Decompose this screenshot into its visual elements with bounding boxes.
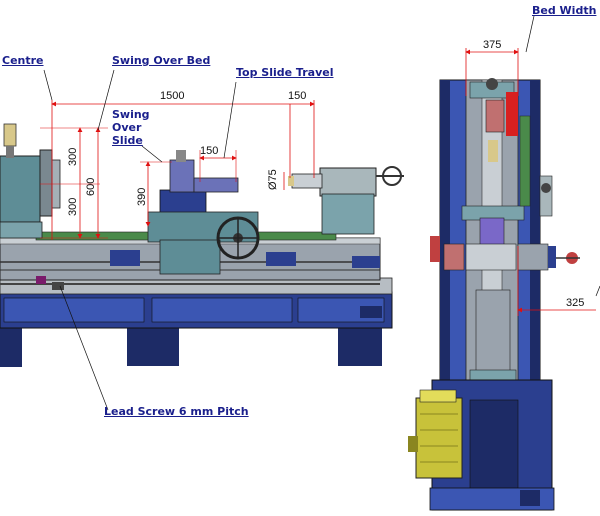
headstock	[0, 155, 41, 223]
label-swing-over-slide-1: Swing	[112, 108, 150, 121]
front-view-dimensions: 1500 150 150 300 300 600 390 Ø75	[40, 69, 315, 411]
dim-600: 600	[85, 178, 97, 196]
chuck	[39, 149, 53, 217]
side-view-dimensions: 375 325	[465, 15, 600, 316]
dim-300-top: 300	[67, 148, 79, 166]
dim-1500: 1500	[160, 90, 184, 102]
label-swing-over-bed: Swing Over Bed	[112, 54, 211, 67]
dim-325: 325	[566, 297, 584, 309]
dim-300-bottom: 300	[67, 198, 79, 216]
lathe-side-view	[408, 78, 580, 511]
lathe-front-view	[0, 123, 404, 367]
side-tool-post	[479, 217, 505, 247]
lathe-leg-left	[0, 325, 22, 367]
dim-150-slide: 150	[200, 145, 218, 157]
dim-390: 390	[136, 188, 148, 206]
label-bed-width: Bed Width	[532, 4, 597, 17]
label-lead-screw: Lead Screw 6 mm Pitch	[104, 405, 249, 418]
dim-75: Ø75	[267, 169, 279, 190]
lathe-leg-right	[338, 328, 382, 366]
tailstock	[319, 167, 377, 197]
dim-375: 375	[483, 39, 501, 51]
dim-150-top: 150	[288, 90, 306, 102]
label-swing-over-slide-3: Slide	[112, 134, 143, 147]
tailstock-quill	[291, 173, 323, 189]
label-swing-over-slide-2: Over	[112, 121, 142, 134]
label-centre: Centre	[2, 54, 44, 67]
top-slide	[193, 177, 239, 193]
apron	[159, 239, 221, 275]
lathe-leg-middle	[127, 328, 179, 366]
label-top-slide-travel: Top Slide Travel	[236, 66, 334, 79]
tool-post	[169, 159, 195, 193]
motor	[415, 397, 463, 479]
